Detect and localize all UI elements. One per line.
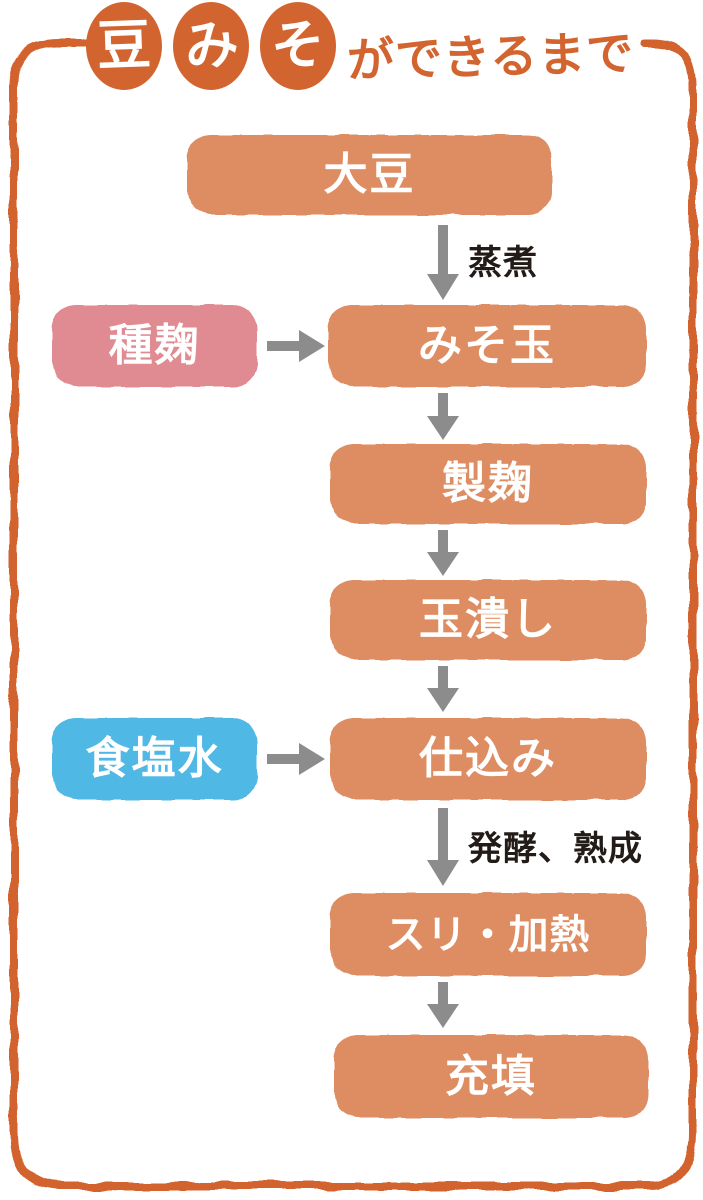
node-background [330,893,646,976]
node-label: 大豆 [323,150,416,199]
node-background [334,1035,648,1118]
node-background [52,305,257,387]
arrowhead-down-icon [427,1004,459,1028]
node-label: 仕込み [419,734,557,783]
node-background [52,718,257,800]
arrowhead-down-icon [427,274,459,300]
arrowhead-down-icon [427,688,459,712]
node-background [330,580,646,660]
arrowhead-right-icon [299,743,325,775]
flow-node-ball-crushing: 玉潰し [330,580,646,660]
arrow-preparation-to-grinding [427,808,459,886]
node-label: スリ・加熱 [385,912,591,957]
flow-node-salt-water: 食塩水 [52,718,257,800]
node-label: 種麹 [108,321,201,370]
arrow-ball-crushing-to-preparation [427,666,459,712]
node-background [330,718,646,800]
flow-node-miso-ball: みそ玉 [328,305,646,387]
arrowhead-right-icon [299,330,325,362]
node-label: 食塩水 [85,734,224,783]
arrowhead-down-icon [427,860,459,886]
arrow-koji-making-to-ball-crushing [427,530,459,576]
node-background [328,305,646,387]
flow-node-seed-koji: 種麹 [52,305,257,387]
title-circle-mi: み [173,2,249,90]
arrow-soybeans-to-miso-ball [427,225,459,300]
title-char: そ [268,13,328,79]
flow-node-soybeans: 大豆 [187,135,552,215]
edge-label-fermentation-aging: 発酵、熟成 [468,830,643,868]
arrowhead-down-icon [427,552,459,576]
title-char: み [179,11,243,81]
flow-node-koji-making: 製麹 [330,444,646,524]
edge-label-steaming: 蒸煮 [468,244,538,282]
arrowhead-down-icon [427,416,459,440]
title-char: 豆 [95,15,153,77]
node-background [187,135,552,215]
arrow-grinding-to-filling [427,982,459,1028]
page-title-suffix: ができるまで [346,26,635,87]
flow-node-preparation: 仕込み [330,718,646,800]
node-label: 玉潰し [419,595,557,644]
arrow-miso-ball-to-koji-making [427,393,459,440]
node-background [330,444,646,524]
title-circle-so: そ [260,2,336,90]
arrow-salt-water-to-preparation [267,743,325,775]
hand-drawn-frame-border [10,39,697,1190]
node-label: 充填 [445,1051,537,1101]
node-label: みそ玉 [418,321,556,370]
title-circle-mame: 豆 [86,2,162,90]
node-label: 製麹 [442,459,534,508]
flow-node-filling: 充填 [334,1035,648,1118]
arrow-seed-koji-to-miso-ball [267,330,325,362]
flow-node-grinding-heating: スリ・加熱 [330,893,646,976]
